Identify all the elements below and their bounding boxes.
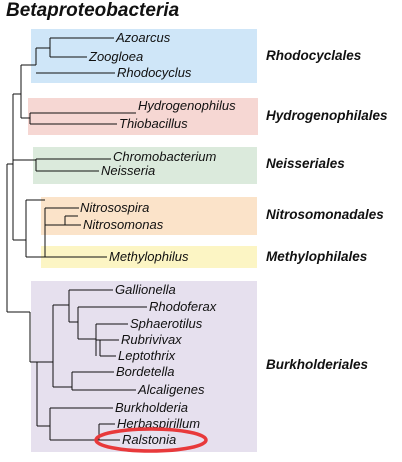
taxon-label-nitrosomonas: Nitrosomonas [83,217,164,232]
taxon-label-ralstonia: Ralstonia [122,432,176,447]
taxon-label-rhodocyclus: Rhodocyclus [117,65,192,80]
taxon-label-burkholderia: Burkholderia [115,400,188,415]
taxon-label-gallionella: Gallionella [115,282,176,297]
taxon-labels: AzoarcusZoogloeaRhodocyclusHydrogenophil… [80,30,236,447]
order-label-neisseriales: Neisseriales [266,156,345,171]
taxon-label-methylophilus: Methylophilus [109,249,189,264]
box-neisseriales [33,147,257,184]
order-label-nitrosomonadales: Nitrosomonadales [266,207,384,222]
tree-branches [6,37,147,441]
taxon-label-rubrivivax: Rubrivivax [121,332,182,347]
taxon-label-alcaligenes: Alcaligenes [137,382,205,397]
taxon-label-azoarcus: Azoarcus [115,30,171,45]
taxon-label-sphaerotilus: Sphaerotilus [130,316,203,331]
order-label-hydrogenophilales: Hydrogenophilales [266,108,388,123]
figure-title: Betaproteobacteria [6,0,180,21]
taxon-label-chromobacterium: Chromobacterium [113,149,216,164]
box-methylophilales [41,246,257,268]
order-label-rhodocyclales: Rhodocyclales [266,48,362,63]
ralstonia-highlight-ellipse [94,427,208,453]
taxon-label-herbaspirillum: Herbaspirillum [117,416,200,431]
taxon-label-zoogloea: Zoogloea [88,49,143,64]
taxon-label-bordetella: Bordetella [116,364,175,379]
taxon-label-nitrosospira: Nitrosospira [80,200,149,215]
taxon-label-hydrogenophilus: Hydrogenophilus [138,98,236,113]
order-label-burkholderiales: Burkholderiales [266,357,369,372]
box-hydrogenophilales [28,98,258,135]
taxon-label-rhodoferax: Rhodoferax [149,299,217,314]
taxon-label-leptothrix: Leptothrix [118,348,176,363]
order-label-methylophilales: Methylophilales [266,249,368,264]
taxon-label-neisseria: Neisseria [101,163,155,178]
taxon-label-thiobacillus: Thiobacillus [119,116,188,131]
